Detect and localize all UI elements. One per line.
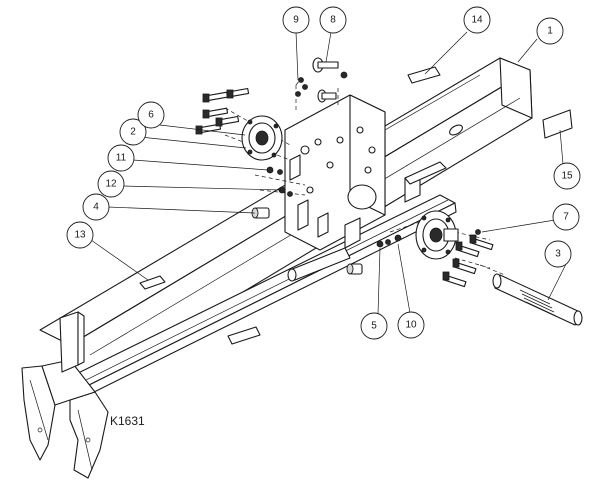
callout-4: 4 — [82, 193, 110, 221]
washer-stack — [295, 77, 337, 103]
callout-5: 5 — [360, 312, 388, 340]
callout-7-label: 7 — [563, 212, 569, 223]
callout-1: 1 — [536, 17, 564, 45]
callout-5-label: 5 — [371, 321, 377, 332]
callout-14-label: 14 — [471, 15, 483, 26]
callout-8: 8 — [319, 6, 347, 34]
callout-9: 9 — [282, 6, 310, 34]
callout-14: 14 — [463, 6, 491, 34]
callout-4-label: 4 — [93, 202, 99, 213]
top-bolt — [312, 57, 348, 79]
callout-8-label: 8 — [330, 15, 336, 26]
callout-11: 11 — [107, 144, 135, 172]
callout-2-label: 2 — [130, 127, 136, 138]
foot-plate — [21, 359, 109, 479]
shaft — [492, 273, 583, 326]
left-bolts — [195, 87, 250, 135]
callout-13-label: 13 — [74, 230, 86, 241]
drawing-number: K1631 — [110, 414, 145, 428]
ram-rod — [287, 247, 351, 282]
callout-6-label: 6 — [148, 110, 154, 121]
washers — [376, 234, 402, 248]
right-flange-bearing — [415, 210, 459, 260]
callout-15: 15 — [553, 162, 581, 190]
callout-15-label: 15 — [561, 171, 573, 182]
callout-6: 6 — [137, 101, 165, 129]
callout-2: 2 — [119, 118, 147, 146]
right-bolts — [442, 229, 494, 288]
slot-detail — [404, 124, 463, 185]
nuts — [266, 166, 293, 197]
callout-13: 13 — [66, 221, 94, 249]
callout-12-label: 12 — [105, 179, 117, 190]
callout-11-label: 11 — [116, 153, 127, 164]
callout-1-label: 1 — [547, 26, 553, 37]
bushing-small — [346, 263, 363, 275]
callout-10: 10 — [397, 311, 425, 339]
wedge-blade — [59, 311, 85, 373]
leader-lines — [90, 31, 567, 315]
left-flange-bearing — [241, 115, 283, 161]
callout-3-label: 3 — [555, 249, 561, 260]
callout-9-label: 9 — [293, 15, 299, 26]
callout-10-label: 10 — [405, 320, 417, 331]
callout-3: 3 — [544, 240, 572, 268]
decals — [139, 66, 573, 345]
callout-7: 7 — [552, 203, 580, 231]
mounting-bracket — [284, 94, 421, 251]
callout-12: 12 — [97, 170, 125, 198]
